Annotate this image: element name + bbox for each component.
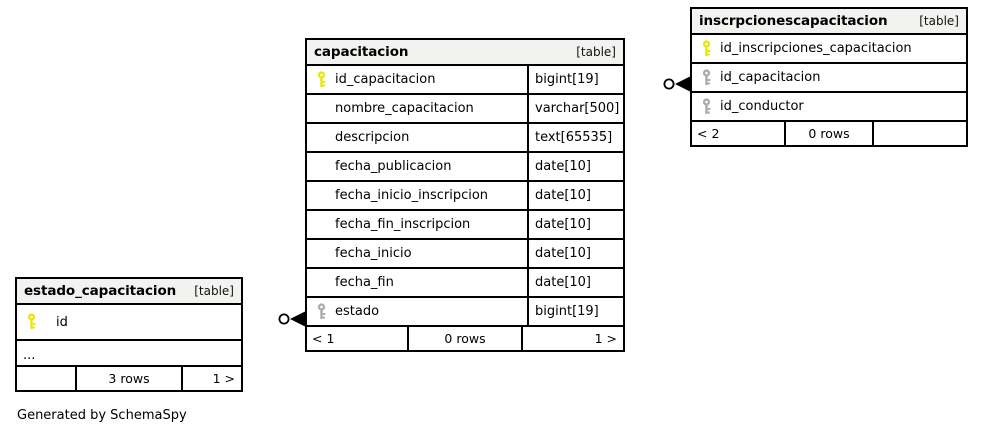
- table-footer-capacitacion: < 1 0 rows 1 >: [307, 327, 623, 350]
- no-key-spacer: [315, 129, 328, 147]
- table-header-capacitacion: capacitacion [table]: [307, 40, 623, 66]
- no-key-spacer: [315, 187, 328, 205]
- foreign-key-icon: [700, 68, 713, 87]
- footer-next-link[interactable]: [874, 122, 966, 145]
- table-type-tag: [table]: [919, 14, 959, 28]
- no-key-spacer: [315, 158, 328, 176]
- footer-row-count: 0 rows: [784, 122, 874, 145]
- column-type: date[10]: [527, 211, 623, 238]
- column-label: id: [56, 314, 68, 330]
- column-label: fecha_inicio_inscripcion: [335, 188, 489, 203]
- column-label: id_capacitacion: [335, 72, 436, 87]
- table-row[interactable]: nombre_capacitacion varchar[500]: [307, 95, 623, 124]
- column-type: date[10]: [527, 269, 623, 296]
- table-row[interactable]: descripcion text[65535]: [307, 124, 623, 153]
- table-row[interactable]: estado bigint[19]: [307, 298, 623, 327]
- table-row[interactable]: fecha_inicio_inscripcion date[10]: [307, 182, 623, 211]
- table-estado-capacitacion[interactable]: estado_capacitacion [table] id ... 3 row…: [15, 277, 243, 392]
- column-type: bigint[19]: [527, 66, 623, 93]
- column-label: id_capacitacion: [720, 70, 821, 85]
- table-row-ellipsis: ...: [17, 341, 241, 367]
- table-capacitacion[interactable]: capacitacion [table] id_capacitacion big…: [305, 38, 625, 352]
- column-name-cell: id_capacitacion: [692, 64, 966, 91]
- primary-key-icon: [700, 39, 713, 58]
- column-name-cell: id_capacitacion: [307, 66, 527, 93]
- table-row[interactable]: fecha_fin date[10]: [307, 269, 623, 298]
- column-name-cell: fecha_fin_inscripcion: [307, 211, 527, 238]
- column-label: estado: [335, 304, 380, 319]
- table-row[interactable]: id: [17, 305, 241, 341]
- table-inscrpcionescapacitacion[interactable]: inscrpcionescapacitacion [table] id_insc…: [690, 7, 968, 147]
- column-name-cell: fecha_inicio_inscripcion: [307, 182, 527, 209]
- footer-row-count: 0 rows: [407, 327, 523, 350]
- footer-next-link[interactable]: 1 >: [212, 371, 235, 386]
- table-title: capacitacion: [314, 44, 409, 60]
- table-row[interactable]: id_inscripciones_capacitacion: [692, 35, 966, 64]
- column-name-cell: descripcion: [307, 124, 527, 151]
- table-row[interactable]: fecha_inicio date[10]: [307, 240, 623, 269]
- table-title: estado_capacitacion: [24, 283, 177, 299]
- footer-prev-link[interactable]: < 2: [697, 126, 720, 141]
- table-row[interactable]: id_capacitacion bigint[19]: [307, 66, 623, 95]
- no-key-spacer: [315, 216, 328, 234]
- column-name-cell: id_conductor: [692, 93, 966, 120]
- table-row[interactable]: fecha_publicacion date[10]: [307, 153, 623, 182]
- relationship-connector-estado: [278, 308, 306, 330]
- column-type: date[10]: [527, 240, 623, 267]
- no-key-spacer: [315, 100, 328, 118]
- no-key-spacer: [315, 245, 328, 263]
- relationship-connector-id-capacitacion: [663, 73, 691, 95]
- column-type: varchar[500]: [527, 95, 623, 122]
- column-name-cell: fecha_inicio: [307, 240, 527, 267]
- column-name-cell: fecha_publicacion: [307, 153, 527, 180]
- column-ellipsis: ...: [23, 348, 36, 363]
- column-label: fecha_publicacion: [335, 159, 452, 174]
- footer-prev-link[interactable]: [17, 367, 75, 390]
- footer-prev-link[interactable]: < 1: [312, 331, 335, 346]
- table-footer-estado-capacitacion: 3 rows 1 >: [17, 367, 241, 390]
- column-label: fecha_fin: [335, 275, 394, 290]
- table-title: inscrpcionescapacitacion: [699, 13, 888, 29]
- table-type-tag: [table]: [576, 45, 616, 59]
- column-label: id_inscripciones_capacitacion: [720, 41, 912, 56]
- table-row[interactable]: fecha_fin_inscripcion date[10]: [307, 211, 623, 240]
- column-name-cell: estado: [307, 298, 527, 325]
- table-type-tag: [table]: [194, 284, 234, 298]
- foreign-key-icon: [315, 302, 328, 321]
- footer-next-link[interactable]: 1 >: [594, 331, 617, 346]
- column-label: fecha_inicio: [335, 246, 412, 261]
- column-label: nombre_capacitacion: [335, 101, 474, 116]
- column-name-cell: fecha_fin: [307, 269, 527, 296]
- table-footer-inscrpcionescapacitacion: < 2 0 rows: [692, 122, 966, 145]
- primary-key-icon: [315, 70, 328, 89]
- table-header-inscrpcionescapacitacion: inscrpcionescapacitacion [table]: [692, 9, 966, 35]
- column-name-cell: nombre_capacitacion: [307, 95, 527, 122]
- table-row[interactable]: id_conductor: [692, 93, 966, 122]
- column-type: text[65535]: [527, 124, 623, 151]
- column-label: id_conductor: [720, 99, 804, 114]
- foreign-key-icon: [700, 97, 713, 116]
- column-name-cell: id: [17, 305, 241, 339]
- column-label: fecha_fin_inscripcion: [335, 217, 471, 232]
- table-header-estado-capacitacion: estado_capacitacion [table]: [17, 279, 241, 305]
- primary-key-icon: [25, 313, 38, 331]
- no-key-spacer: [315, 274, 328, 292]
- table-row[interactable]: id_capacitacion: [692, 64, 966, 93]
- column-label: descripcion: [335, 130, 410, 145]
- column-type: date[10]: [527, 153, 623, 180]
- column-type: bigint[19]: [527, 298, 623, 325]
- column-type: date[10]: [527, 182, 623, 209]
- footer-row-count: 3 rows: [75, 367, 183, 390]
- generated-by-caption: Generated by SchemaSpy: [17, 408, 187, 423]
- column-name-cell: id_inscripciones_capacitacion: [692, 35, 966, 62]
